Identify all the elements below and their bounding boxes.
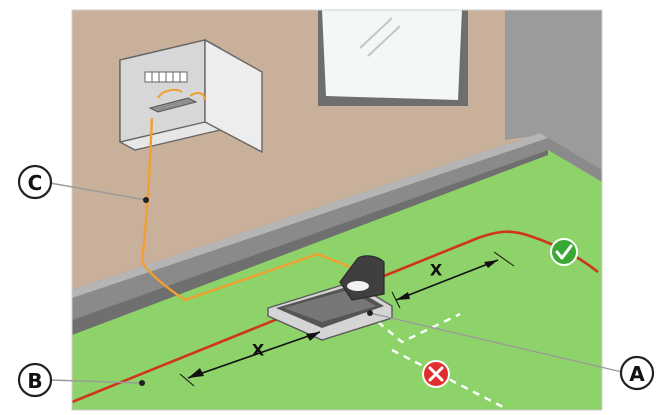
leader-a [369,312,623,373]
callout-c-label: C [28,171,43,195]
leader-c-dot [143,197,149,203]
callout-c: C [17,164,53,200]
callout-a: A [619,355,655,391]
leader-c [49,182,147,201]
power-supply-box [119,38,263,154]
callout-b-label: B [27,369,42,393]
dimension-upper [391,251,515,309]
image-frame [71,9,603,411]
boundary-wire [72,230,599,404]
lawn [72,150,602,410]
callout-a-label: A [629,362,645,386]
leader-b [49,379,143,384]
charging-station [267,255,393,341]
cross-icon [422,360,450,388]
leader-b-dot [139,380,145,386]
power-cable [140,117,353,302]
plinth-top [72,133,548,298]
lawn-edge [72,150,548,335]
dimension-upper-label: X [430,261,443,280]
check-icon [550,238,578,266]
dimension-lower [179,331,321,387]
side-wall [505,10,602,170]
dimension-lower-label: X [252,341,265,360]
window [318,10,468,106]
callout-b: B [17,362,53,398]
incorrect-wire-path [377,312,506,410]
leader-a-dot [367,310,373,316]
